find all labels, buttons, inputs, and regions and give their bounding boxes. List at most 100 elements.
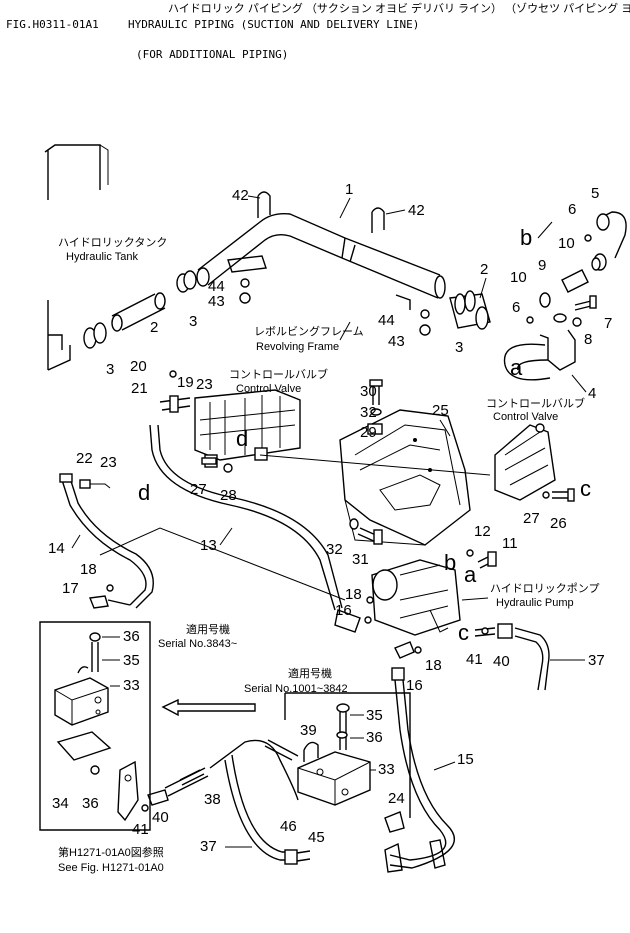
washer-8	[572, 317, 582, 327]
callout-40-left: 40	[152, 809, 169, 826]
callout-35-inset: 35	[123, 652, 140, 669]
hose-37-right	[514, 627, 550, 691]
hose-2-right	[449, 290, 491, 330]
o-ring-28	[223, 463, 233, 473]
callout-12: 12	[474, 523, 491, 540]
callout-15: 15	[457, 751, 474, 768]
callout-34: 34	[52, 795, 69, 812]
bracket-left	[227, 255, 267, 304]
fitting-16-pump	[334, 609, 372, 633]
callout-18-low: 18	[425, 657, 442, 674]
connector-a-top: a	[510, 355, 523, 380]
callout-36-inset-low: 36	[82, 795, 99, 812]
hydraulic-pump-label-en: Hydraulic Pump	[496, 597, 574, 609]
callout-17: 17	[62, 580, 79, 597]
callout-22: 22	[76, 450, 93, 467]
callout-29: 29	[360, 424, 377, 441]
serial-3843-label-en: Serial No.3843~	[158, 638, 237, 650]
u-bolt-42-right	[371, 207, 385, 233]
callout-16-pump: 16	[335, 602, 352, 619]
connector-b-top: b	[520, 225, 532, 250]
bolt-26	[552, 488, 575, 502]
callout-10-top: 10	[558, 235, 575, 252]
fitting-40-41-right	[474, 623, 513, 639]
bracket-right	[395, 294, 431, 336]
serial-3843-label-jp: 適用号機	[186, 622, 230, 636]
callout-14: 14	[48, 540, 65, 557]
callout-23-top: 23	[196, 376, 213, 393]
connector-a-pump: a	[464, 562, 477, 587]
see-fig-label-jp: 第H1271-01A0図参照	[58, 845, 164, 859]
block-33-main	[297, 751, 371, 806]
bolt-7	[574, 295, 597, 311]
text-labels: レボルビングフレーム Revolving Frame コントロールバルブ Con…	[58, 321, 599, 874]
callout-37-left: 37	[200, 838, 217, 855]
see-fig-label-en: See Fig. H1271-01A0	[58, 862, 164, 874]
hydraulic-tank-label-en: Hydraulic Tank	[66, 251, 138, 263]
callout-33-inset: 33	[123, 677, 140, 694]
gasket-34-inset	[56, 731, 112, 761]
callout-42-left: 42	[232, 187, 249, 204]
callout-23-left: 23	[100, 454, 117, 471]
hydraulic-pump-label-jp: ハイドロリックポンプ	[490, 582, 599, 595]
callout-20: 20	[130, 358, 147, 375]
callout-2-right: 2	[480, 261, 488, 278]
washer-12	[466, 549, 474, 557]
connector-d-left: d	[138, 480, 150, 505]
callout-39: 39	[300, 722, 317, 739]
callout-42-right: 42	[408, 202, 425, 219]
callout-41-left: 41	[132, 821, 149, 838]
callout-8: 8	[584, 331, 592, 348]
o-ring-6-upper	[584, 234, 592, 242]
bolt-35-inset	[89, 632, 101, 672]
callout-36-inset-top: 36	[123, 628, 140, 645]
fitting-40-41-left	[141, 789, 169, 812]
callout-28: 28	[220, 487, 237, 504]
o-ring-6-lower	[526, 316, 534, 324]
callout-32-low: 32	[326, 541, 343, 558]
callout-3-top: 3	[189, 313, 197, 330]
washer-36-main	[336, 731, 348, 739]
hydraulic-pump	[371, 559, 461, 636]
callout-40-right: 40	[493, 653, 510, 670]
hose-38	[164, 767, 209, 797]
o-ring-18-pump	[366, 596, 374, 604]
bolt-31	[357, 527, 383, 545]
control-valve-label-en-1: Control Valve	[236, 383, 301, 395]
callout-26: 26	[550, 515, 567, 532]
callout-13: 13	[200, 537, 217, 554]
callout-21: 21	[131, 380, 148, 397]
callout-32-top: 32	[360, 404, 377, 421]
callout-6-low: 6	[512, 299, 520, 316]
washer-32-low	[349, 518, 359, 530]
u-bolt-inset	[77, 666, 89, 674]
clamp-3-left-a	[83, 322, 107, 349]
connector-c-right: c	[580, 476, 591, 501]
callout-37-right: 37	[588, 652, 605, 669]
nut-36-inset	[90, 765, 100, 775]
hose-2-left	[111, 292, 166, 332]
hose-13	[149, 424, 343, 611]
callout-2-left: 2	[150, 319, 158, 336]
callout-27-right: 27	[523, 510, 540, 527]
leader-frame-line	[99, 527, 346, 601]
callout-30: 30	[360, 383, 377, 400]
connector-c-pump: c	[458, 620, 469, 645]
hydraulic-tank-label-jp: ハイドロリックタンク	[58, 236, 167, 249]
callout-46: 46	[280, 818, 297, 835]
inset-serial-3843	[39, 621, 151, 831]
plug-27	[201, 457, 217, 465]
callout-44-right: 44	[378, 312, 395, 329]
callout-19: 19	[177, 374, 194, 391]
callout-10-low: 10	[510, 269, 527, 286]
title-english: HYDRAULIC PIPING (SUCTION AND DELIVERY L…	[128, 18, 419, 31]
control-valve-right	[494, 423, 556, 501]
nipple-9	[539, 257, 601, 308]
connector-d-valve: d	[236, 426, 248, 451]
callout-25: 25	[432, 402, 449, 419]
serial-1001-label-jp: 適用号機	[288, 666, 332, 680]
control-valve-label-jp-2: コントロールバルブ	[486, 396, 585, 410]
callout-11: 11	[502, 535, 518, 552]
u-bolt-42-left	[257, 191, 271, 218]
clamp-3-top	[176, 270, 197, 293]
